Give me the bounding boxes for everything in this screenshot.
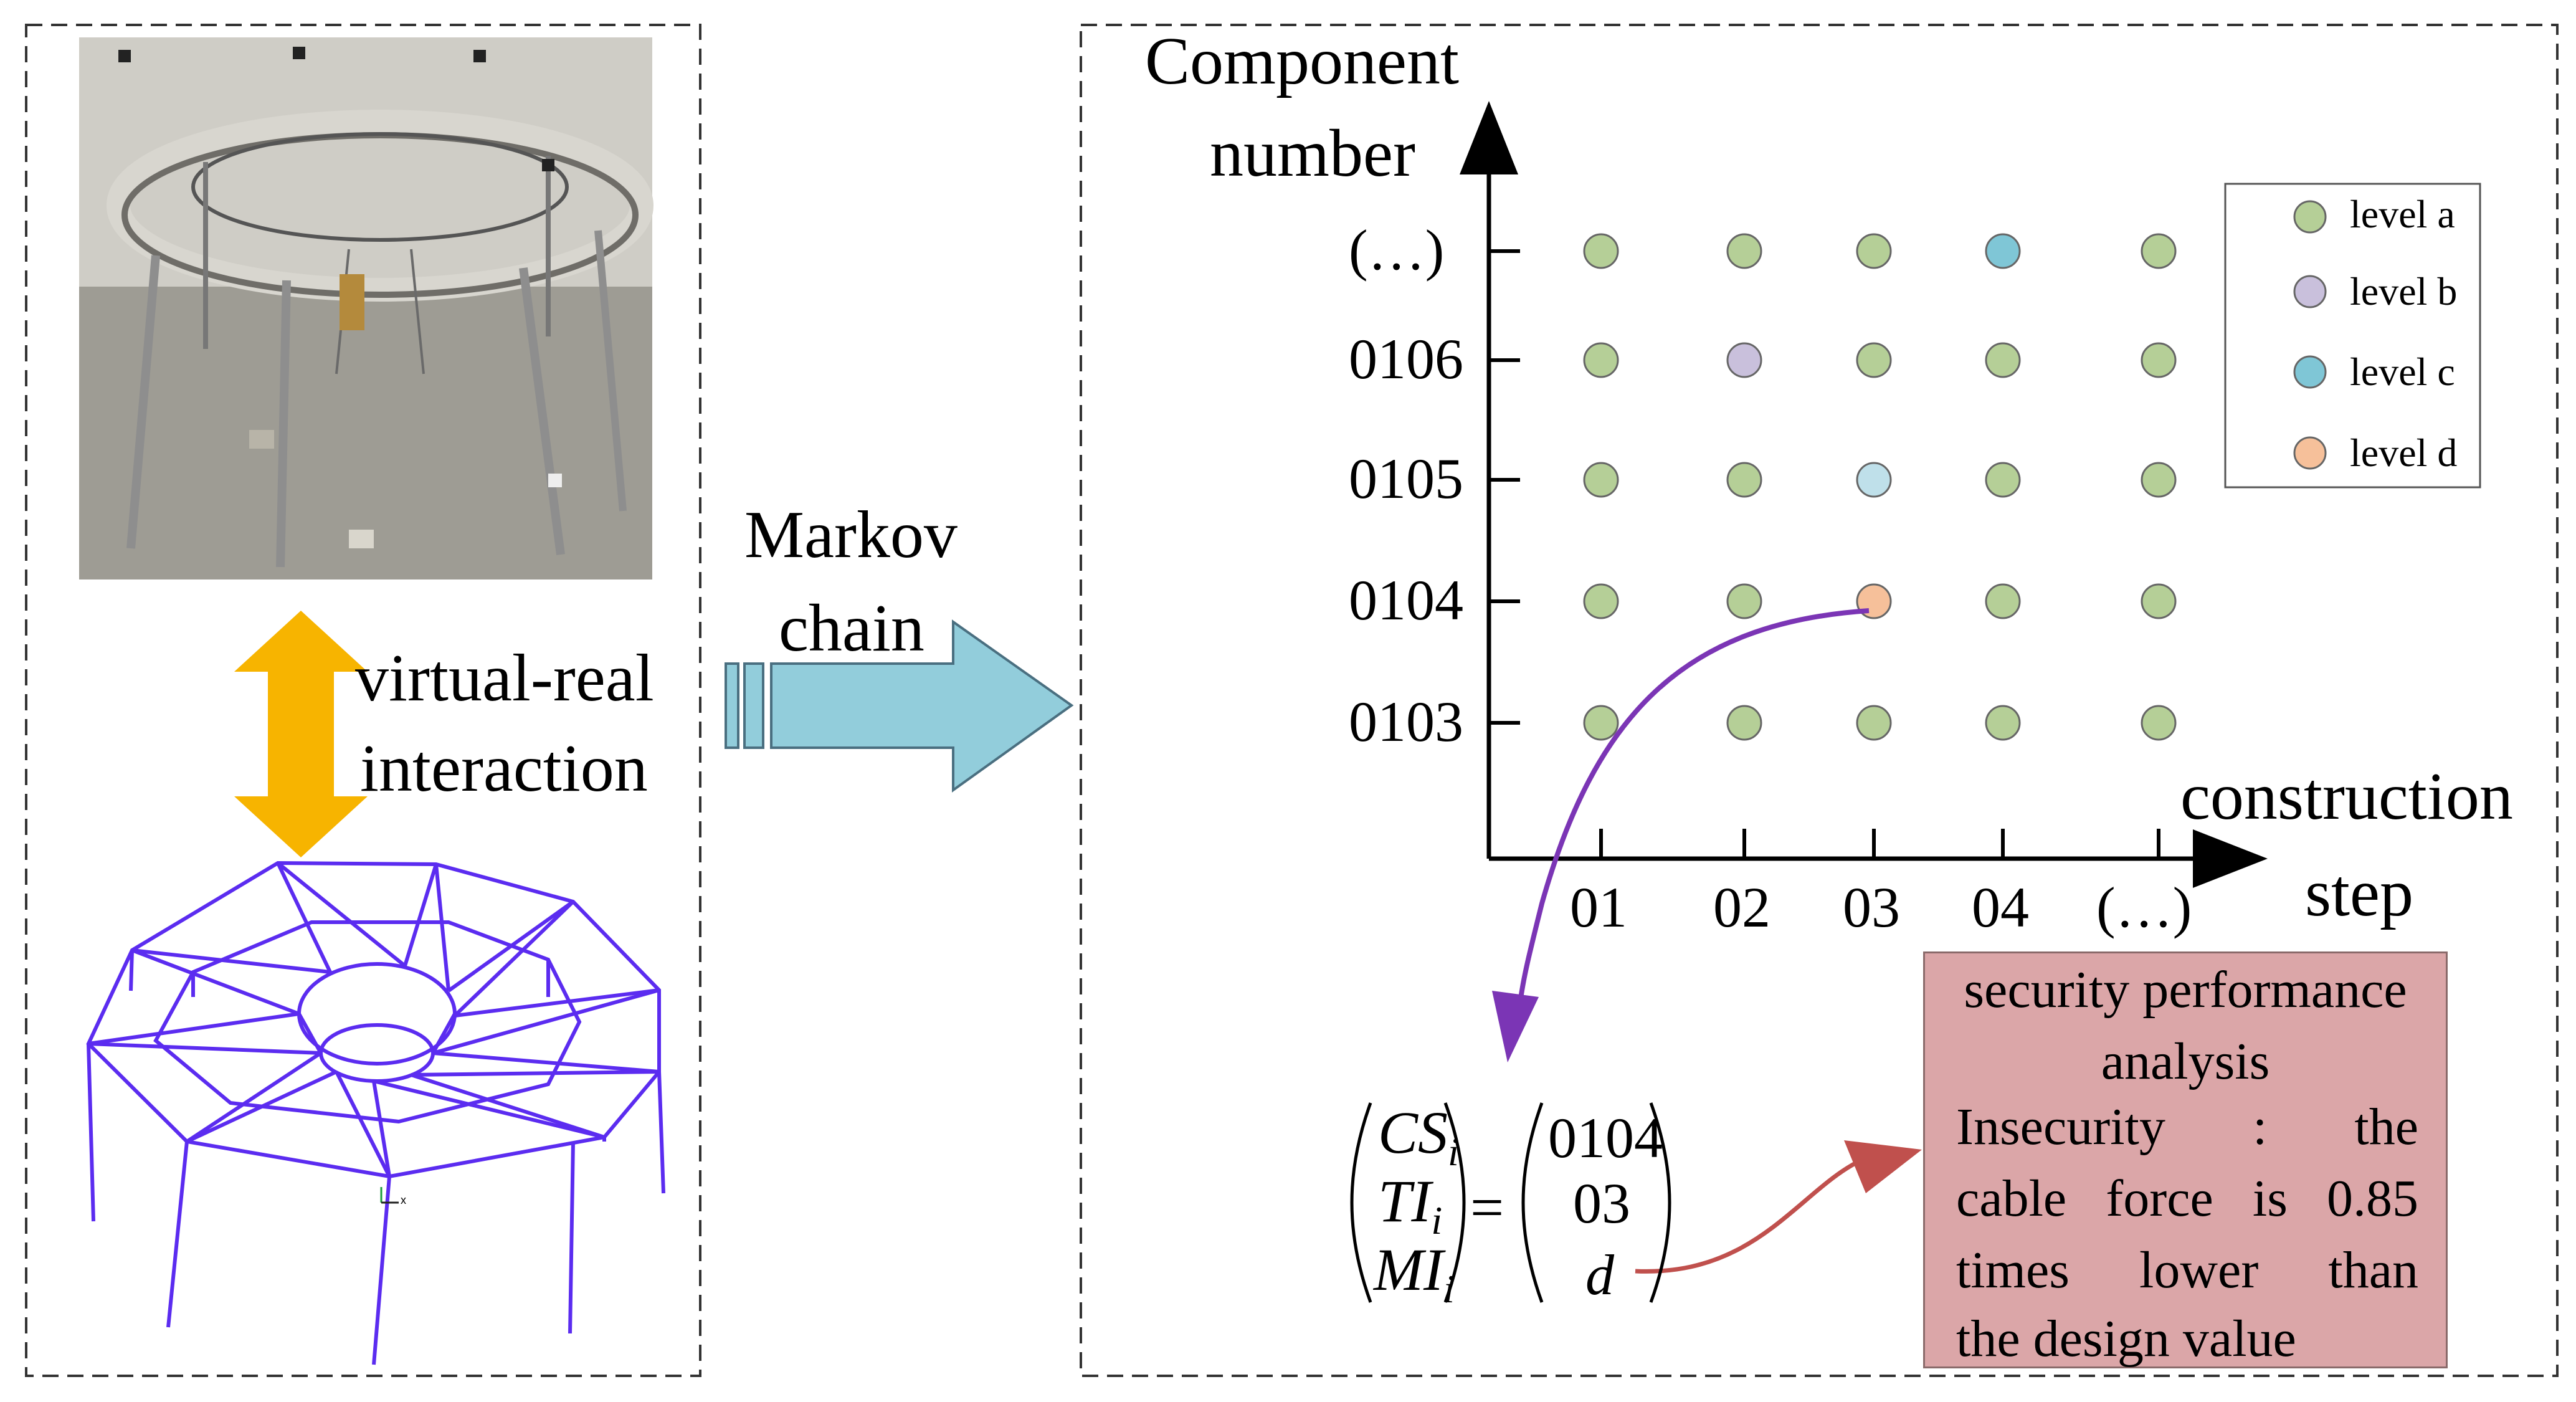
data-point-level-a xyxy=(1583,342,1619,378)
data-point-level-a xyxy=(1985,462,2021,498)
point-to-equation-arrow xyxy=(1518,608,1870,1004)
data-point-level-a xyxy=(1726,583,1762,619)
x-tick-marks xyxy=(1599,829,2160,859)
markov-label: Markov xyxy=(744,498,958,572)
x-axis-label-1: construction xyxy=(2180,760,2513,834)
security-line-3: times lower than xyxy=(1956,1241,2418,1299)
interaction-label-1: virtual-real xyxy=(355,641,654,715)
legend-label-level-b: level b xyxy=(2350,269,2458,313)
data-point-level-a xyxy=(1583,583,1619,619)
data-point-level-a xyxy=(1583,705,1619,741)
legend-marker-level-a xyxy=(2293,200,2327,234)
data-point-level-b xyxy=(1726,342,1762,378)
legend-box xyxy=(2224,183,2481,489)
physical-structure-photo xyxy=(79,37,654,579)
eq-lhs-ti: TIi xyxy=(1378,1168,1443,1243)
x-axis-label-2: step xyxy=(2305,856,2413,930)
finite-element-model xyxy=(86,861,665,1365)
eq-rhs-level: d xyxy=(1585,1243,1614,1307)
legend-marker-level-c xyxy=(2293,355,2327,389)
data-point-level-a xyxy=(1985,705,2021,741)
data-point-level-a xyxy=(1726,233,1762,269)
y-axis-label-1: Component xyxy=(1145,24,1459,98)
data-point-level-a xyxy=(1856,705,1892,741)
data-point-level-a xyxy=(1583,233,1619,269)
legend-label-level-a: level a xyxy=(2350,192,2455,236)
purple-arrow-head xyxy=(1492,991,1539,1062)
x-tick-label: 02 xyxy=(1713,875,1770,939)
eq-lhs-mi: MIi xyxy=(1374,1236,1455,1312)
right-panel-border xyxy=(1080,24,2559,1377)
y-tick-label: 0103 xyxy=(1349,690,1463,753)
data-point-level-a xyxy=(1583,462,1619,498)
equation-to-security-arrow xyxy=(1635,1150,1882,1274)
chart-points xyxy=(1583,233,2177,741)
x-tick-label: 03 xyxy=(1843,875,1900,939)
eq-equals: = xyxy=(1470,1174,1504,1241)
eq-rhs-component: 0104 xyxy=(1548,1106,1663,1170)
y-axis-label-2: number xyxy=(1210,117,1415,191)
left-panel-border xyxy=(25,24,701,1377)
equation-parentheses xyxy=(1350,1102,1671,1303)
data-point-level-c xyxy=(1985,233,2021,269)
svg-text:x: x xyxy=(401,1194,406,1206)
y-tick-label: (…) xyxy=(1349,218,1445,282)
legend-label-level-d: level d xyxy=(2350,431,2458,475)
red-arrow-head xyxy=(1844,1140,1922,1193)
data-point-level-a xyxy=(2141,233,2177,269)
data-point-level-a xyxy=(1856,233,1892,269)
eq-rhs-step: 03 xyxy=(1573,1171,1630,1235)
legend-marker-level-d xyxy=(2293,436,2327,470)
security-analysis-box: security performance analysis Insecurity… xyxy=(1923,951,2448,1368)
markov-chain-arrow xyxy=(725,619,1074,793)
data-point-level-a xyxy=(2141,705,2177,741)
security-title-2: analysis xyxy=(2101,1032,2270,1090)
security-line-1: Insecurity : the xyxy=(1956,1098,2418,1156)
data-point-level-a xyxy=(2141,342,2177,378)
chart-axes xyxy=(1460,101,2268,888)
data-point-level-a xyxy=(1985,583,2021,619)
y-tick-label: 0105 xyxy=(1349,447,1463,510)
legend-label-level-c: level c xyxy=(2350,350,2455,394)
data-point-level-a xyxy=(1856,342,1892,378)
data-point-level-a xyxy=(1726,462,1762,498)
y-tick-label: 0104 xyxy=(1349,568,1463,632)
x-tick-label: 01 xyxy=(1570,875,1627,939)
security-line-4: the design value xyxy=(1956,1310,2296,1368)
eq-lhs-cs: CSi xyxy=(1378,1099,1459,1175)
security-line-2: cable force is 0.85 xyxy=(1956,1170,2418,1228)
interaction-label-2: interaction xyxy=(360,732,648,806)
data-point-level-a xyxy=(1985,342,2021,378)
data-point-level-a xyxy=(2141,583,2177,619)
virtual-real-double-arrow xyxy=(234,611,368,857)
chain-label: chain xyxy=(779,591,924,665)
security-title-1: security performance xyxy=(1964,961,2407,1019)
data-point-level-a xyxy=(2141,462,2177,498)
x-tick-label: 04 xyxy=(1972,875,2029,939)
y-tick-marks xyxy=(1489,249,1520,725)
y-tick-label: 0106 xyxy=(1349,327,1463,391)
data-point-level-a xyxy=(1726,705,1762,741)
legend-marker-level-b xyxy=(2293,275,2327,308)
axis-triad-icon: x xyxy=(380,1187,406,1206)
x-tick-label: (…) xyxy=(2096,875,2192,939)
data-point-level-c xyxy=(1856,462,1892,498)
